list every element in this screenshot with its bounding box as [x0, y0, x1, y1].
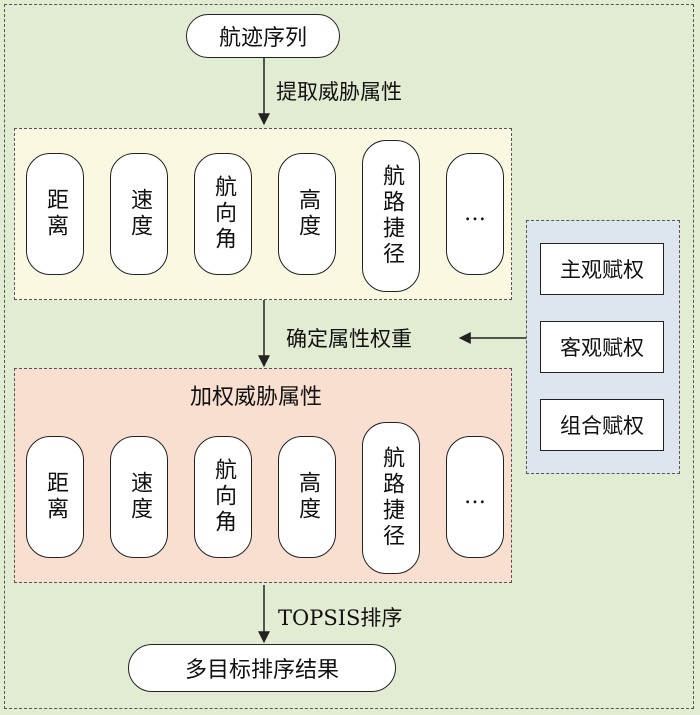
- weighted-attr-ellipsis: …: [446, 436, 504, 558]
- weighted-attr-altitude: 高度: [278, 436, 336, 558]
- diagram-frame: [4, 4, 694, 709]
- weighted-group-title: 加权威胁属性: [190, 385, 323, 410]
- raw-attributes-group: [14, 128, 512, 300]
- method-combined: 组合赋权: [540, 399, 664, 451]
- weighted-attributes-group: [14, 368, 512, 583]
- raw-attr-heading: 航向角: [194, 153, 252, 275]
- weights-edge-label: 确定属性权重: [286, 327, 412, 351]
- method-subjective: 主观赋权: [540, 243, 664, 295]
- topsis-edge-label: TOPSIS排序: [278, 606, 403, 630]
- raw-attr-route-shortcut: 航路捷径: [362, 140, 420, 292]
- extract-edge-label: 提取威胁属性: [276, 80, 402, 104]
- ranking-result-node: 多目标排序结果: [128, 644, 396, 692]
- weighted-attr-heading: 航向角: [194, 436, 252, 558]
- raw-attr-altitude: 高度: [278, 153, 336, 275]
- weighted-attr-route-shortcut: 航路捷径: [362, 422, 420, 574]
- raw-attr-speed: 速度: [110, 153, 168, 275]
- method-objective: 客观赋权: [540, 321, 664, 373]
- raw-attr-distance: 距离: [26, 153, 84, 275]
- raw-attr-ellipsis: …: [446, 153, 504, 275]
- track-sequence-label: 航迹序列: [218, 26, 307, 51]
- weighted-attr-distance: 距离: [26, 436, 84, 558]
- weighted-attr-speed: 速度: [110, 436, 168, 558]
- ranking-result-label: 多目标排序结果: [184, 658, 339, 683]
- track-sequence-node: 航迹序列: [186, 14, 340, 58]
